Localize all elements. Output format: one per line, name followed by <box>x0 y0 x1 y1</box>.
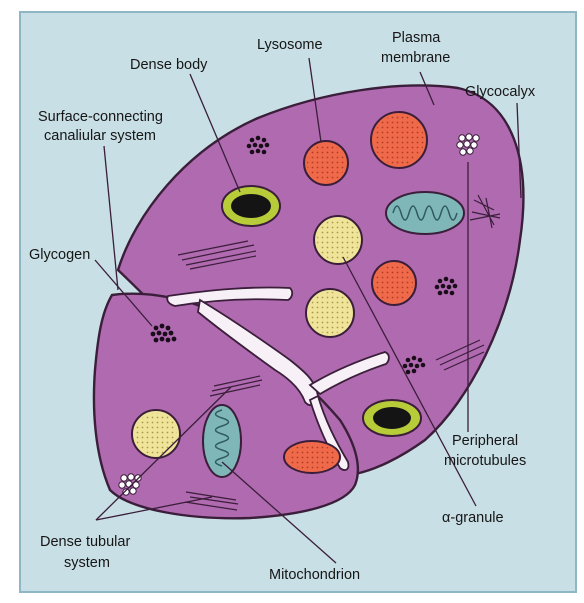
label-surface-connecting-line1: Surface-connecting <box>38 109 163 125</box>
label-alpha-granule: α-granule <box>442 510 504 526</box>
label-glycocalyx: Glycocalyx <box>465 84 536 100</box>
label-mitochondrion: Mitochondrion <box>269 567 360 583</box>
label-dense-tubular-line1: Dense tubular <box>40 534 130 550</box>
label-peripheral-line1: Peripheral <box>452 433 518 449</box>
label-glycogen: Glycogen <box>29 247 90 263</box>
label-plasma-membrane-line2: membrane <box>381 50 450 66</box>
label-dense-tubular-line2: system <box>64 555 110 571</box>
label-lysosome: Lysosome <box>257 37 323 53</box>
label-surface-connecting-line2: canaliular system <box>44 128 156 144</box>
label-plasma-membrane-line1: Plasma <box>392 30 441 46</box>
mitochondrion-upper <box>386 192 464 234</box>
label-peripheral-line2: microtubules <box>444 453 526 469</box>
mitochondrion-lower <box>203 405 241 477</box>
label-dense-body: Dense body <box>130 57 208 73</box>
